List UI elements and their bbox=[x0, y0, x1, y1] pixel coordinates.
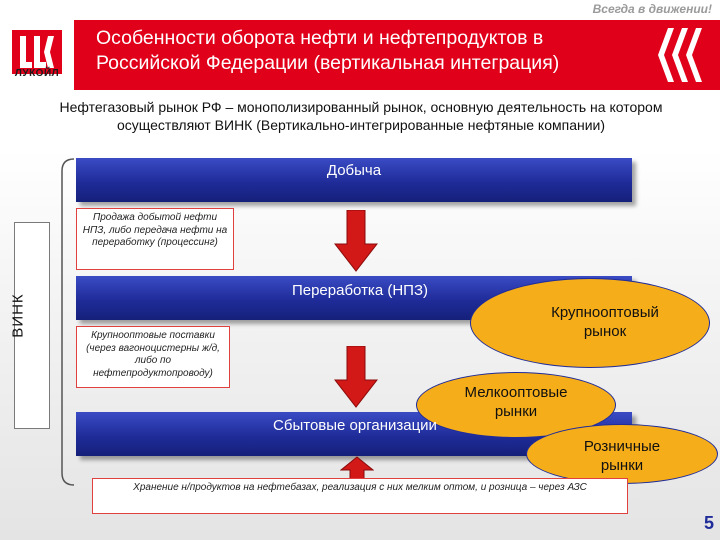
page-title-line2: Российской Федерации (вертикальная интег… bbox=[96, 51, 636, 76]
down-arrow-icon bbox=[334, 210, 378, 272]
vink-label: ВИНК bbox=[10, 236, 27, 396]
market-large-wholesale-line2: рынок bbox=[501, 322, 709, 341]
note-crude-sales: Продажа добытой нефти НПЗ, либо передача… bbox=[76, 208, 234, 270]
vink-bracket bbox=[58, 157, 76, 487]
logo-text: ЛУКОЙЛ bbox=[6, 68, 68, 79]
market-retail-line1: Розничные bbox=[527, 437, 717, 456]
stage-production-label: Добыча bbox=[76, 162, 632, 179]
note-bulk-supply: Крупнооптовые поставки (через вагоноцист… bbox=[76, 326, 230, 388]
intro-line1: Нефтегазовый рынок РФ – монополизированн… bbox=[10, 98, 712, 116]
stage-refining-label: Переработка (НПЗ) bbox=[230, 282, 490, 299]
triple-chevron-icon bbox=[650, 26, 710, 84]
market-small-wholesale-line1: Мелкооптовые bbox=[417, 383, 615, 402]
market-retail: Розничные рынки bbox=[526, 424, 718, 484]
intro-text: Нефтегазовый рынок РФ – монополизированн… bbox=[10, 98, 712, 134]
intro-line2: осуществляют ВИНК (Вертикально-интегриро… bbox=[10, 116, 712, 134]
note-storage-retail: Хранение н/продуктов на нефтебазах, реал… bbox=[92, 478, 628, 514]
slide-number: 5 bbox=[704, 513, 714, 534]
stage-sales-label: Сбытовые организации bbox=[240, 417, 470, 434]
down-arrow-icon bbox=[334, 346, 378, 408]
page-title-line1: Особенности оборота нефти и нефтепродукт… bbox=[96, 26, 636, 51]
market-large-wholesale-line1: Крупнооптовый bbox=[501, 303, 709, 322]
market-large-wholesale: Крупнооптовый рынок bbox=[470, 278, 710, 368]
market-retail-line2: рынки bbox=[527, 456, 717, 475]
page-title: Особенности оборота нефти и нефтепродукт… bbox=[96, 26, 636, 76]
tagline: Всегда в движении! bbox=[593, 2, 712, 16]
